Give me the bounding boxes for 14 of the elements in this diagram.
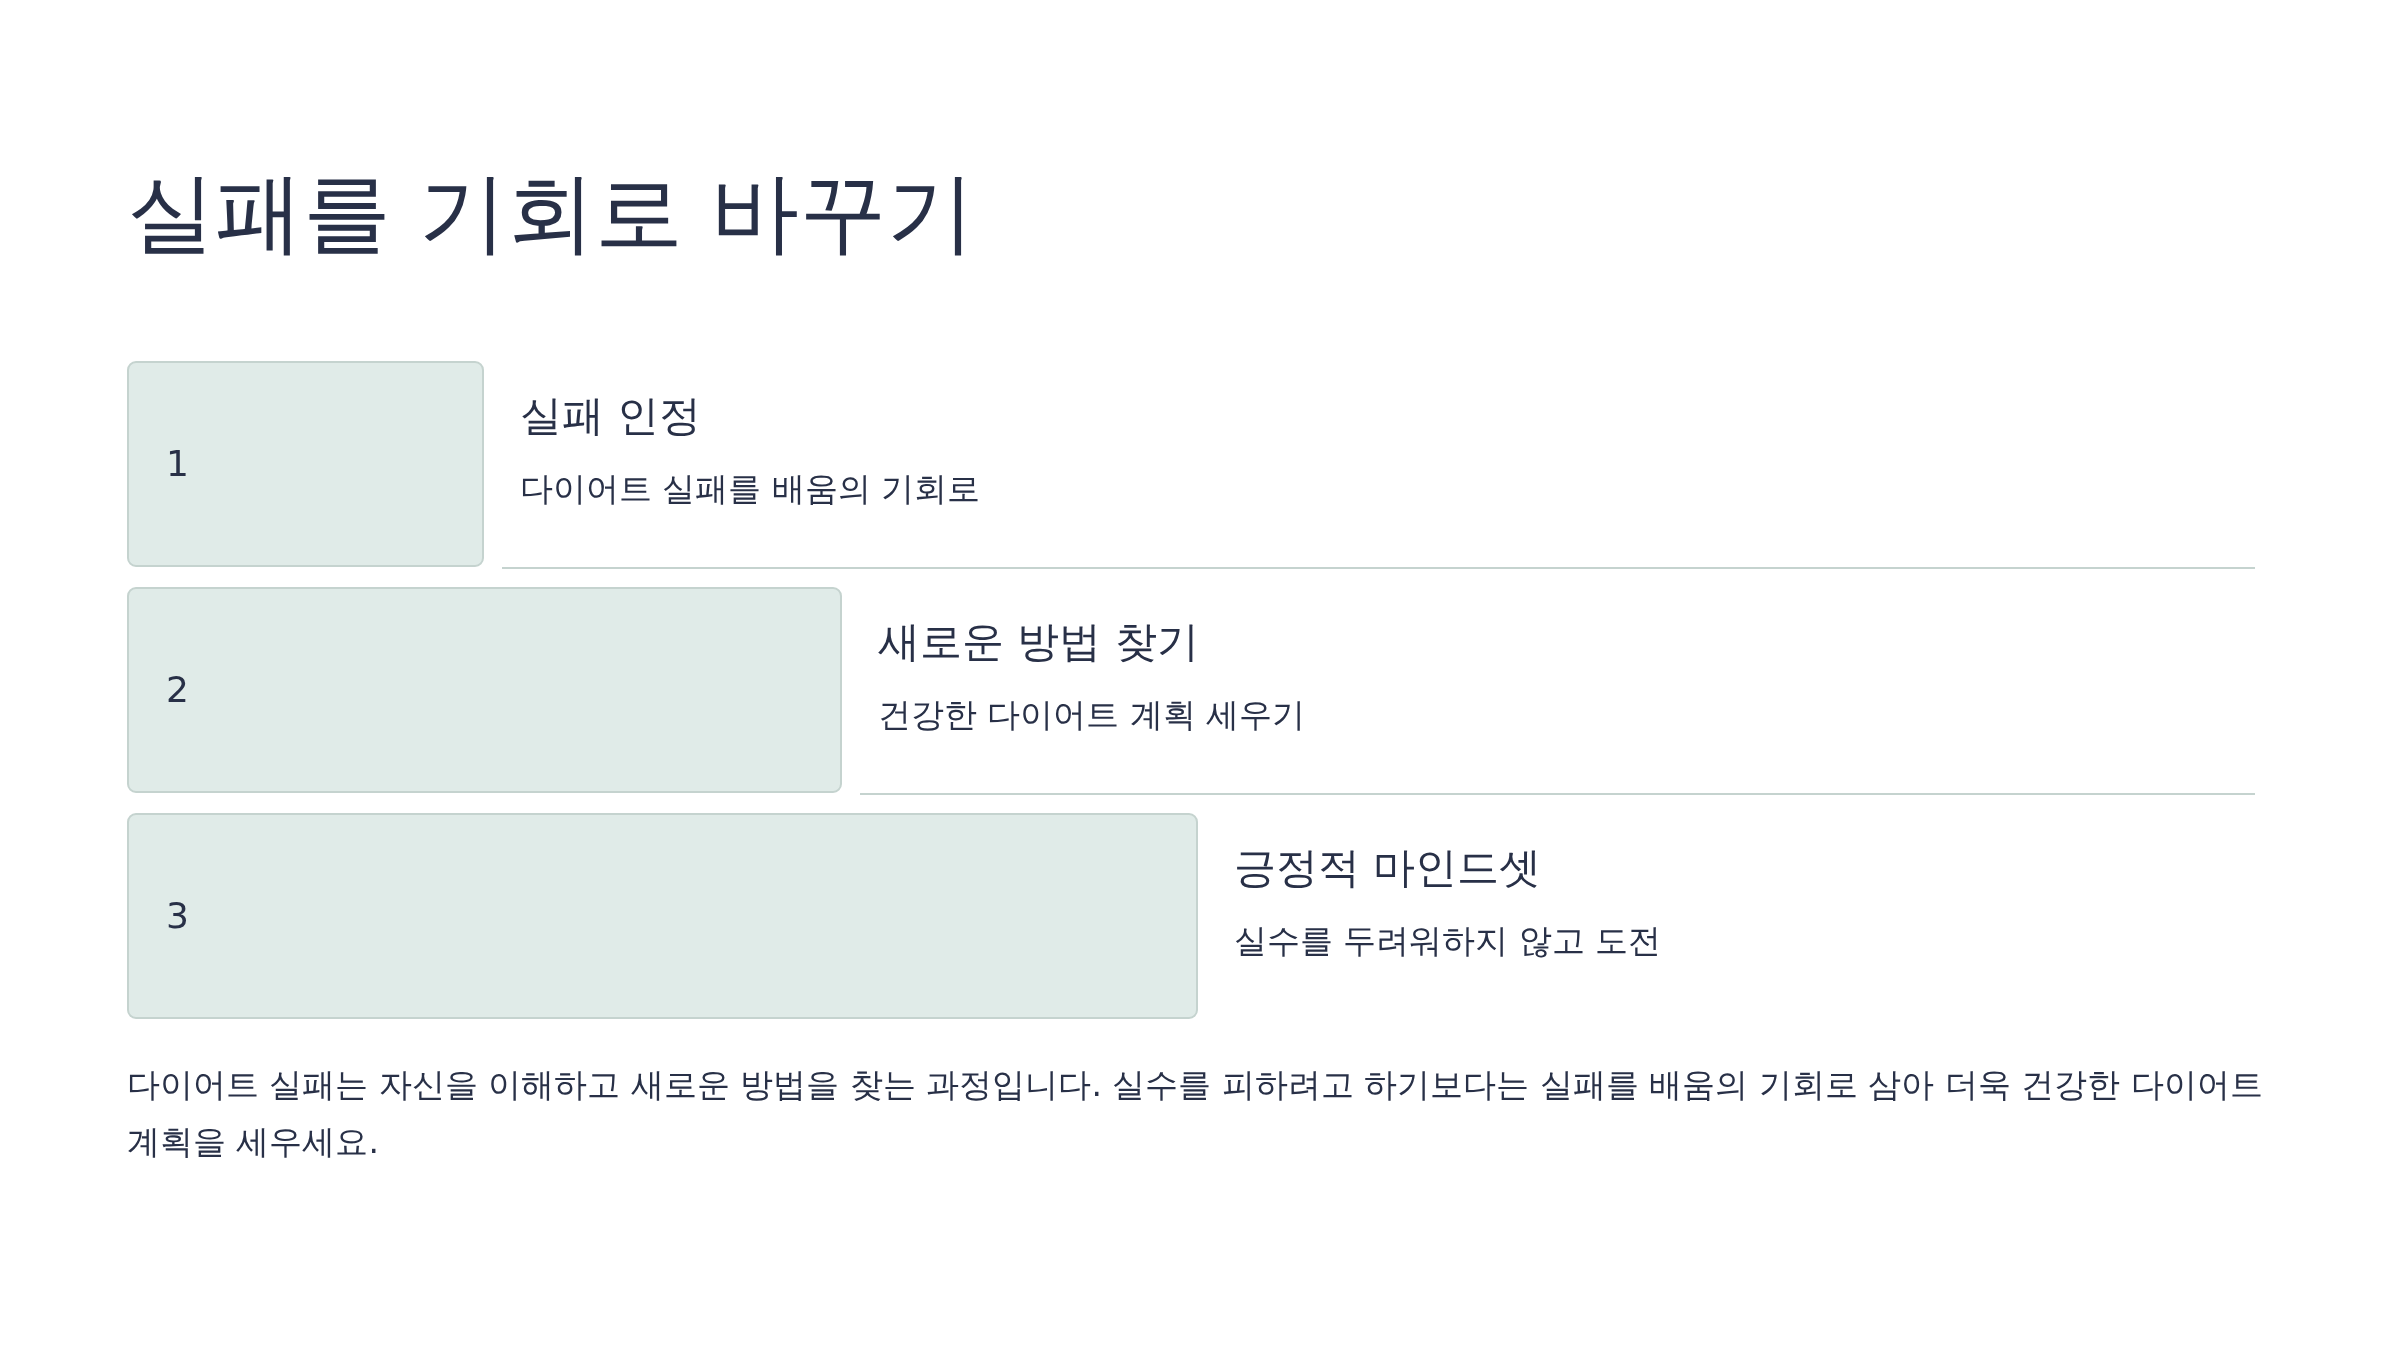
step-heading: 새로운 방법 찾기 [878, 616, 1200, 668]
step-number-box [127, 587, 842, 793]
step-number: 1 [166, 442, 189, 486]
step-number-box [127, 361, 484, 567]
step-number: 3 [166, 894, 189, 938]
step-number: 2 [166, 668, 189, 712]
step-description: 건강한 다이어트 계획 세우기 [878, 693, 1306, 736]
step-description: 다이어트 실패를 배움의 기회로 [520, 467, 981, 510]
step-description: 실수를 두려워하지 않고 도전 [1234, 919, 1662, 962]
step-number-box [127, 813, 1198, 1019]
step-heading: 긍정적 마인드셋 [1234, 842, 1543, 894]
title: 실패를 기회로 바꾸기 [127, 160, 975, 266]
caption: 다이어트 실패는 자신을 이해하고 새로운 방법을 찾는 과정입니다. 실수를 피하려고 하기보다는 실패를 배움의 기회로 삼아 더욱 건강한 다이어트 계획을 세우세요. [127, 1064, 2264, 1163]
step-heading: 실패 인정 [520, 390, 703, 442]
